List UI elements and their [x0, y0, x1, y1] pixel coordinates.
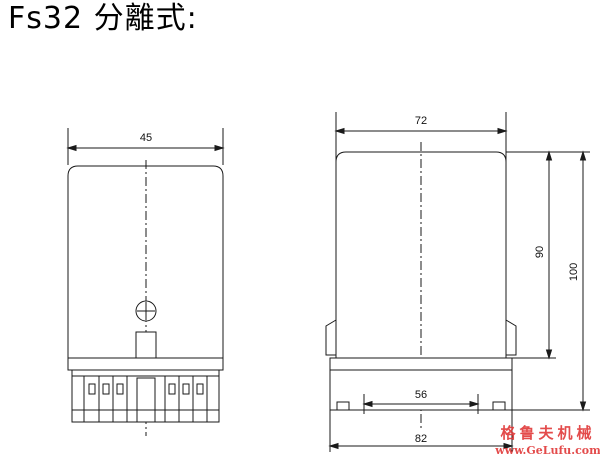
right-view — [325, 112, 590, 452]
right-mount-tab — [505, 319, 517, 356]
left-terminal-base — [67, 357, 224, 371]
mount-spacing-label: 56 — [415, 389, 427, 401]
watermark-brand: 格鲁夫机械 — [500, 424, 595, 442]
right-cover-outline — [335, 151, 507, 358]
height-100-label: 100 — [568, 263, 580, 281]
left-mount-tab — [325, 319, 337, 356]
left-view — [66, 128, 225, 436]
watermark-url: www.GeLufu.com — [494, 444, 600, 457]
drawing-title: Fs32 分離式: — [8, 1, 198, 36]
watermark: 格鲁夫机械 www.GeLufu.com — [494, 424, 600, 457]
knob-shaft — [135, 331, 157, 361]
base-width-label: 82 — [415, 433, 427, 445]
right-base — [329, 357, 513, 371]
left-width-label: 45 — [140, 132, 152, 144]
height-90-label: 90 — [534, 246, 546, 258]
right-width-label: 72 — [415, 115, 427, 127]
